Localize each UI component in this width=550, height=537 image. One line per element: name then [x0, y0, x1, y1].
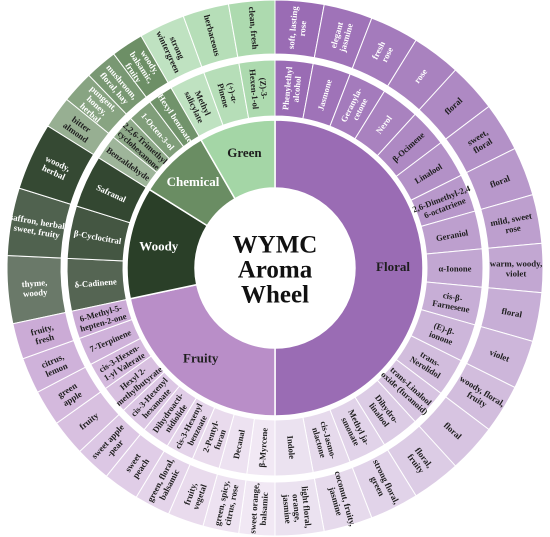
- category-label-floral: Floral: [376, 259, 410, 274]
- descriptor-label: clean, fresh: [247, 6, 261, 50]
- category-label-green: Green: [227, 145, 262, 160]
- compound-label: Phenylethylalcohol: [280, 66, 304, 112]
- descriptor-segment: [18, 125, 95, 205]
- compound-segment: [70, 299, 133, 340]
- compound-ring: Methylsalicylate(+)-α-Pinene(Z)-3-Hexen-…: [66, 59, 484, 477]
- center-title-line2: Aroma: [238, 257, 313, 284]
- center-title-line3: Wheel: [241, 282, 309, 309]
- compound-segment: [274, 416, 314, 477]
- center-title-line1: WYMC: [233, 232, 318, 259]
- center-disc: [195, 188, 355, 348]
- descriptor-label: sweet orange,balsamic: [247, 482, 270, 534]
- descriptor-segment: [274, 477, 325, 537]
- descriptor-segment: [12, 311, 75, 360]
- compound-label: (Z)-3-Hexen-1-ol: [247, 68, 270, 110]
- category-label-fruity: Fruity: [183, 351, 219, 366]
- descriptor-label: light floral,orange,jasmine: [280, 486, 313, 531]
- compound-segment: [149, 87, 200, 148]
- descriptor-segment: [113, 35, 169, 98]
- descriptor-label: soft, lastingrose: [286, 5, 310, 50]
- compound-label: δ-Cadinene: [74, 276, 117, 289]
- compound-segment: [75, 157, 147, 224]
- descriptor-label: warm, woody,violet: [490, 259, 543, 279]
- compound-label: β-Myrcene: [257, 427, 270, 467]
- compound-label: α-Ionone: [439, 263, 472, 273]
- descriptor-label: fruity,fresh: [29, 322, 57, 347]
- descriptor-label: floral: [501, 306, 524, 320]
- category-label-chemical: Chemical: [167, 174, 220, 189]
- category-label-woody: Woody: [139, 238, 179, 253]
- compound-label: Indole: [285, 435, 297, 459]
- descriptor-label: thyme,woody: [21, 277, 48, 299]
